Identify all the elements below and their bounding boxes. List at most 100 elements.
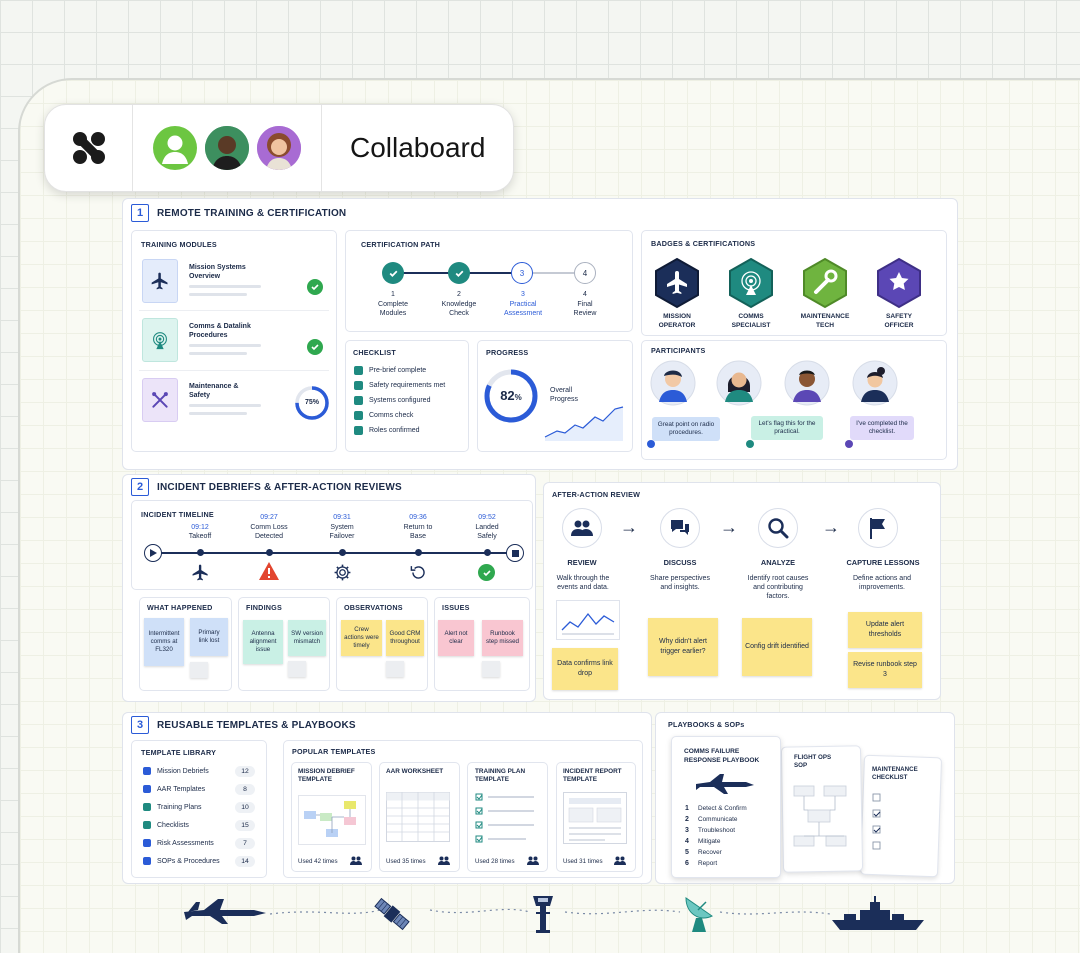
- library-item[interactable]: Checklists: [157, 822, 189, 829]
- checklist-item: Systems configured: [369, 397, 431, 404]
- jet-icon: [696, 774, 754, 794]
- search-icon[interactable]: [758, 508, 798, 548]
- comment-author-dot: [746, 440, 754, 448]
- sticky-note[interactable]: Intermittent comms at FL320: [144, 618, 184, 666]
- template-usage: Used 28 times: [475, 858, 515, 865]
- section-title: REMOTE TRAINING & CERTIFICATION: [157, 208, 347, 219]
- check-icon: [307, 279, 323, 295]
- card-title: CHECKLIST: [353, 348, 396, 357]
- return-icon: [410, 566, 425, 579]
- sticky-note[interactable]: Revise runbook step 3: [848, 652, 922, 688]
- chat-icon[interactable]: [660, 508, 700, 548]
- play-icon[interactable]: [144, 544, 162, 562]
- event-label: Takeoff: [188, 533, 212, 540]
- app-logo-icon[interactable]: [45, 105, 133, 191]
- card-title: AFTER-ACTION REVIEW: [552, 490, 641, 499]
- sticky-note[interactable]: Update alert thresholds: [848, 612, 922, 648]
- sticky-note[interactable]: Alert not clear: [438, 620, 474, 656]
- comment-bubble[interactable]: Let's flag this for the practical.: [751, 416, 823, 440]
- timeline-point[interactable]: [197, 549, 204, 556]
- checkbox[interactable]: [354, 366, 363, 375]
- timeline-point[interactable]: [266, 549, 273, 556]
- module-progress-track: [189, 293, 247, 296]
- flag-icon[interactable]: [858, 508, 898, 548]
- app-title: Collaboard: [350, 132, 486, 163]
- card-title: PROGRESS: [486, 348, 529, 357]
- sticky-note[interactable]: Data confirms link drop: [552, 648, 618, 690]
- module-name[interactable]: Mission Systems Overview: [189, 264, 246, 280]
- module-name[interactable]: Comms & Datalink Procedures: [189, 323, 251, 339]
- sticky-note[interactable]: Why didn't alert trigger earlier?: [648, 618, 718, 676]
- airplane-icon[interactable]: [653, 257, 701, 309]
- step-number: 4: [583, 291, 587, 298]
- library-item[interactable]: Training Plans: [157, 804, 202, 811]
- checklist-card: [345, 340, 469, 452]
- sticky-note[interactable]: Good CRM throughout: [386, 620, 424, 656]
- library-item[interactable]: Risk Assessments: [157, 840, 214, 847]
- checkbox[interactable]: [354, 381, 363, 390]
- step-current[interactable]: 3: [511, 262, 533, 284]
- sticky-note[interactable]: SW version mismatch: [288, 620, 326, 656]
- gear-icon: [334, 564, 351, 581]
- avatar[interactable]: [716, 360, 762, 406]
- comment-bubble[interactable]: Great point on radio procedures.: [652, 417, 720, 441]
- module-name[interactable]: Maintenance & Safety: [189, 383, 239, 399]
- board-title: OBSERVATIONS: [344, 603, 403, 612]
- avatar[interactable]: [205, 126, 249, 170]
- avatar[interactable]: [650, 360, 696, 406]
- aar-step-desc: Define actions and improvements.: [853, 575, 911, 591]
- timeline-point[interactable]: [339, 549, 346, 556]
- checkbox[interactable]: [354, 411, 363, 420]
- module-progress-track: [189, 344, 261, 347]
- users-icon: [614, 856, 626, 865]
- avatar[interactable]: [153, 126, 197, 170]
- check-icon: [478, 564, 495, 581]
- sticky-note[interactable]: Crew actions were timely: [341, 620, 382, 656]
- step-pending[interactable]: 4: [574, 262, 596, 284]
- stop-icon[interactable]: [506, 544, 524, 562]
- badge-label: COMMS SPECIALIST: [731, 313, 771, 329]
- playbook-doc[interactable]: [671, 736, 781, 878]
- aar-step-desc: Walk through the events and data.: [556, 575, 610, 591]
- checkbox[interactable]: [354, 396, 363, 405]
- library-count: 7: [235, 838, 255, 849]
- module-progress-track: [189, 352, 247, 355]
- sticky-note[interactable]: Primary link lost: [190, 618, 228, 656]
- card-title: TEMPLATE LIBRARY: [141, 748, 217, 757]
- step-done-icon[interactable]: [382, 262, 404, 284]
- doc-title: MAINTENANCE CHECKLIST: [872, 766, 918, 781]
- avatar[interactable]: [784, 360, 830, 406]
- sticky-note-empty[interactable]: [190, 662, 208, 678]
- library-item[interactable]: SOPs & Procedures: [157, 858, 220, 865]
- progress-trend-sparkline: [544, 406, 624, 441]
- sticky-note[interactable]: Config drift identified: [742, 618, 812, 676]
- timeline-point[interactable]: [415, 549, 422, 556]
- library-item[interactable]: Mission Debriefs: [157, 768, 209, 775]
- sticky-note[interactable]: Runbook step missed: [482, 620, 523, 656]
- library-item[interactable]: AAR Templates: [157, 786, 206, 793]
- airplane-icon: [192, 564, 208, 581]
- people-icon[interactable]: [562, 508, 602, 548]
- sticky-note-empty[interactable]: [288, 661, 306, 677]
- section-title: INCIDENT DEBRIEFS & AFTER-ACTION REVIEWS: [157, 482, 402, 493]
- card-title: TRAINING MODULES: [141, 240, 217, 249]
- comment-bubble[interactable]: I've completed the checklist.: [850, 416, 914, 440]
- tower-icon: [533, 896, 553, 933]
- aar-step-desc: Identify root causes and contributing fa…: [747, 575, 809, 600]
- checkbox[interactable]: [354, 426, 363, 435]
- wrench-icon[interactable]: [801, 257, 849, 309]
- avatar[interactable]: [852, 360, 898, 406]
- template-card[interactable]: [467, 762, 548, 872]
- step-done-icon[interactable]: [448, 262, 470, 284]
- radar-icon[interactable]: [727, 257, 775, 309]
- board-title: WHAT HAPPENED: [147, 603, 213, 612]
- avatar[interactable]: [257, 126, 301, 170]
- sticky-note-empty[interactable]: [482, 661, 500, 677]
- sticky-note-empty[interactable]: [386, 661, 404, 677]
- sticky-note[interactable]: Antenna alignment issue: [243, 620, 283, 664]
- section-number: 2: [131, 478, 149, 496]
- timeline-point[interactable]: [484, 549, 491, 556]
- step-number: 1: [391, 291, 395, 298]
- badge-label: SAFETY OFFICER: [884, 313, 914, 329]
- star-icon[interactable]: [875, 257, 923, 309]
